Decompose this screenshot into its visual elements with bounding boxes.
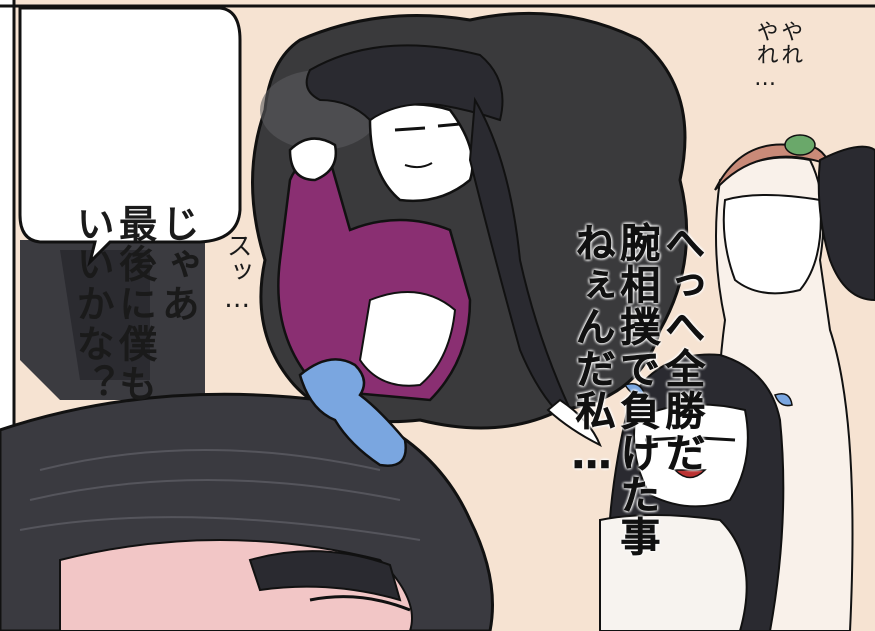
blue-hair-ribbon <box>298 358 407 467</box>
speech-line-3: いいかな？ <box>70 204 115 404</box>
thought-line-3: ねぇんだ私… <box>568 222 615 481</box>
thought-bubble-text: へっへ全勝だ 腕相撲で負けた事 ねぇんだ私… <box>524 30 748 559</box>
thought-tail <box>546 398 602 448</box>
speech-line-2: 最後に僕も <box>112 204 157 404</box>
crossed-arms <box>599 514 748 631</box>
sfx-yareyare: やれ やれ… <box>752 20 803 92</box>
thought-line-2: 腕相撲で負けた事 <box>613 222 660 559</box>
speech-line-1: じゃあ <box>155 204 200 324</box>
sitting-girl-face <box>633 403 749 508</box>
long-black-hair <box>305 44 504 122</box>
thought-line-1: へっへ全勝だ <box>658 222 705 475</box>
speech-bubble-text: じゃあ 最後に僕も いいかな？ <box>28 20 241 404</box>
raised-fist <box>288 137 338 182</box>
far-right-figure <box>817 145 875 302</box>
speech-bubble <box>18 6 242 267</box>
sfx-sutsu: スッ… <box>222 232 253 314</box>
